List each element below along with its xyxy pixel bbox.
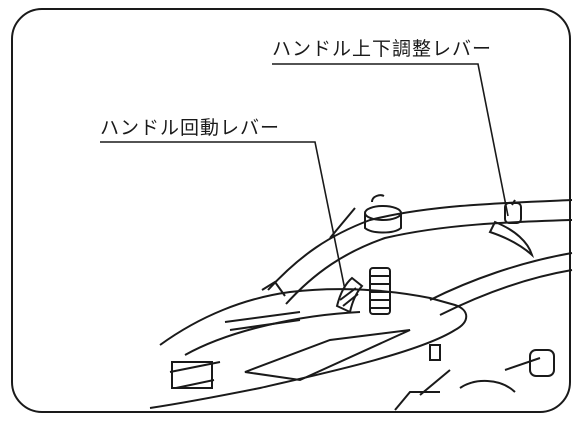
lower-mechanism [394,344,555,411]
handle-rotation-lever-label: ハンドル回動レバー [100,117,281,139]
leader-line-height [272,63,509,217]
height-adjust-lever [488,199,535,259]
handle-tube [267,199,573,316]
handle-height-lever-label: ハンドル上下調整レバー [272,38,493,60]
rotation-lever [335,276,364,314]
top-knob [329,194,402,239]
leader-line-rotate [100,141,346,291]
leader-lines [100,63,509,291]
frame-border [11,8,571,413]
hood-body [149,280,468,409]
